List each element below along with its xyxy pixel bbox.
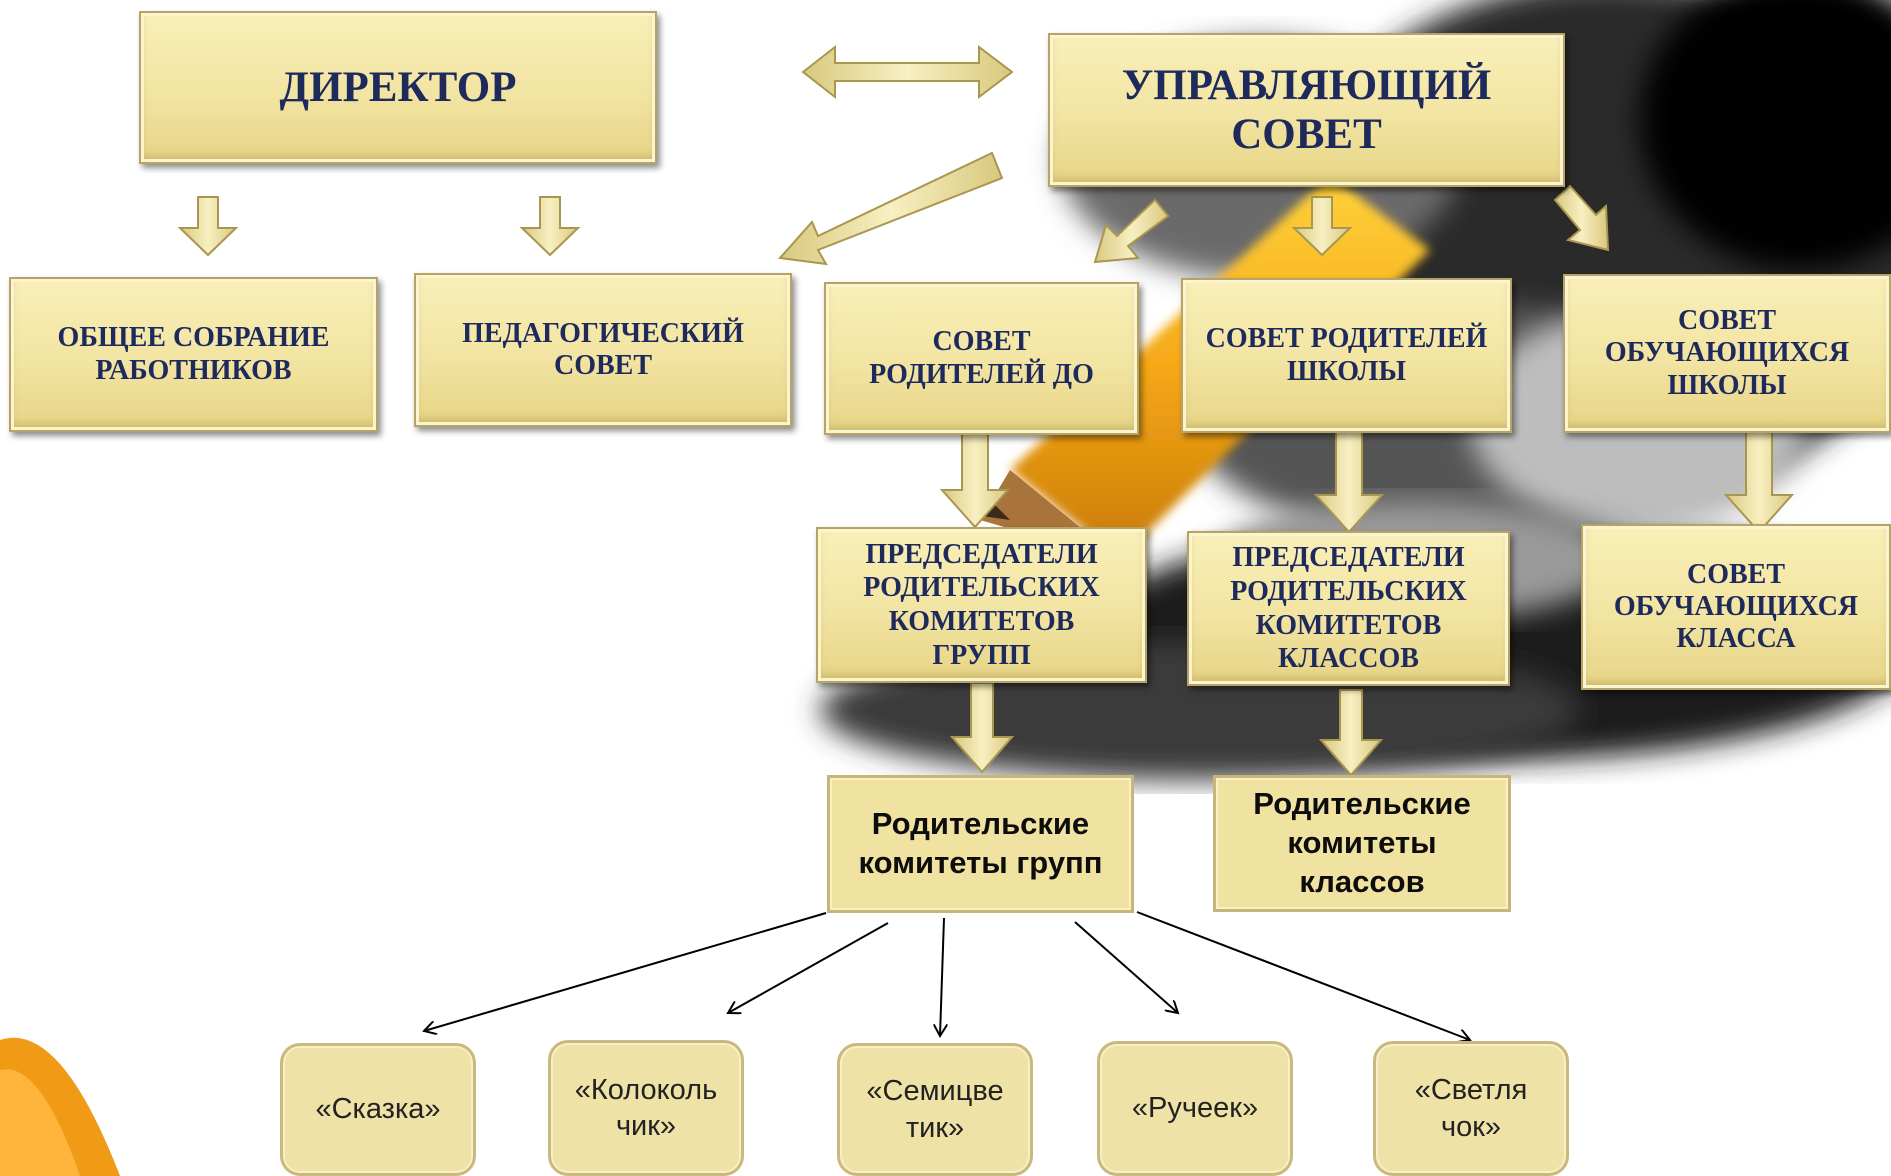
committees-groups-label: Родительские комитеты групп bbox=[858, 806, 1103, 880]
arrow-council-do bbox=[1093, 198, 1170, 264]
arrow-director-pedagogical bbox=[519, 196, 581, 257]
line-to-group-4 bbox=[1074, 921, 1178, 1013]
arrow-chairs-committees-groups bbox=[949, 682, 1015, 774]
group-semitsvetik-label: «Семицве тик» bbox=[866, 1075, 1004, 1144]
general-meeting-box: ОБЩЕЕ СОБРАНИЕ РАБОТНИКОВ bbox=[9, 277, 378, 432]
group-rucheek: «Ручеек» bbox=[1097, 1041, 1293, 1176]
arrow-school-chairs bbox=[1313, 431, 1385, 534]
arrow-council-parents-school bbox=[1291, 196, 1353, 257]
pedagogical-council-box: ПЕДАГОГИЧЕСКИЙ СОВЕТ bbox=[414, 273, 792, 427]
managing-council-box: УПРАВЛЯЮЩИЙ СОВЕТ bbox=[1048, 33, 1565, 187]
arrow-students-class bbox=[1723, 431, 1795, 534]
group-skazka-label: «Сказка» bbox=[315, 1093, 441, 1126]
parents-council-do-box: СОВЕТ РОДИТЕЛЕЙ ДО bbox=[824, 282, 1139, 435]
line-to-group-5 bbox=[1136, 911, 1470, 1040]
chairs-classes-label: ПРЕДСЕДАТЕЛИ РОДИТЕЛЬСКИХ КОМИТЕТОВ КЛАС… bbox=[1230, 542, 1467, 675]
chairs-groups-box: ПРЕДСЕДАТЕЛИ РОДИТЕЛЬСКИХ КОМИТЕТОВ ГРУП… bbox=[816, 527, 1147, 683]
line-to-group-3 bbox=[940, 917, 944, 1036]
chairs-classes-box: ПРЕДСЕДАТЕЛИ РОДИТЕЛЬСКИХ КОМИТЕТОВ КЛАС… bbox=[1187, 531, 1510, 686]
group-skazka: «Сказка» bbox=[280, 1043, 476, 1176]
committees-classes-label: Родительские комитеты классов bbox=[1253, 786, 1471, 899]
arrow-do-chairs bbox=[939, 431, 1011, 529]
committees-classes-box: Родительские комитеты классов bbox=[1213, 775, 1511, 912]
arrow-council-pedagogical bbox=[777, 151, 1004, 266]
group-svetlyachok-label: «Светля чок» bbox=[1414, 1074, 1528, 1143]
students-council-school-label: СОВЕТ ОБУЧАЮЩИХСЯ ШКОЛЫ bbox=[1604, 305, 1850, 401]
parents-council-do-label: СОВЕТ РОДИТЕЛЕЙ ДО bbox=[869, 326, 1094, 390]
line-to-group-2 bbox=[728, 922, 889, 1013]
general-meeting-label: ОБЩЕЕ СОБРАНИЕ РАБОТНИКОВ bbox=[57, 322, 330, 386]
students-council-class-label: СОВЕТ ОБУЧАЮЩИХСЯ КЛАССА bbox=[1613, 558, 1859, 655]
group-kolokolchik: «Колоколь чик» bbox=[548, 1040, 744, 1176]
committees-groups-box: Родительские комитеты групп bbox=[827, 775, 1134, 913]
arrow-director-general bbox=[177, 196, 239, 257]
parents-council-school-label: СОВЕТ РОДИТЕЛЕЙ ШКОЛЫ bbox=[1205, 323, 1488, 387]
group-kolokolchik-label: «Колоколь чик» bbox=[574, 1073, 718, 1142]
line-to-group-1 bbox=[424, 912, 827, 1031]
double-arrow bbox=[801, 44, 1014, 100]
arrow-council-students bbox=[1553, 184, 1610, 252]
group-semitsvetik: «Семицве тик» bbox=[837, 1043, 1033, 1176]
group-svetlyachok: «Светля чок» bbox=[1373, 1041, 1569, 1176]
arrow-chairs-committees-classes bbox=[1318, 689, 1384, 777]
students-council-school-box: СОВЕТ ОБУЧАЮЩИХСЯ ШКОЛЫ bbox=[1563, 274, 1891, 433]
managing-council-label: УПРАВЛЯЮЩИЙ СОВЕТ bbox=[1121, 61, 1492, 158]
director-box: ДИРЕКТОР bbox=[139, 11, 657, 164]
group-rucheek-label: «Ручеек» bbox=[1131, 1092, 1259, 1125]
chairs-groups-label: ПРЕДСЕДАТЕЛИ РОДИТЕЛЬСКИХ КОМИТЕТОВ ГРУП… bbox=[863, 538, 1100, 671]
director-label: ДИРЕКТОР bbox=[279, 63, 517, 111]
pedagogical-council-label: ПЕДАГОГИЧЕСКИЙ СОВЕТ bbox=[462, 317, 744, 381]
students-council-class-box: СОВЕТ ОБУЧАЮЩИХСЯ КЛАССА bbox=[1581, 524, 1891, 690]
parents-council-school-box: СОВЕТ РОДИТЕЛЕЙ ШКОЛЫ bbox=[1181, 278, 1512, 433]
